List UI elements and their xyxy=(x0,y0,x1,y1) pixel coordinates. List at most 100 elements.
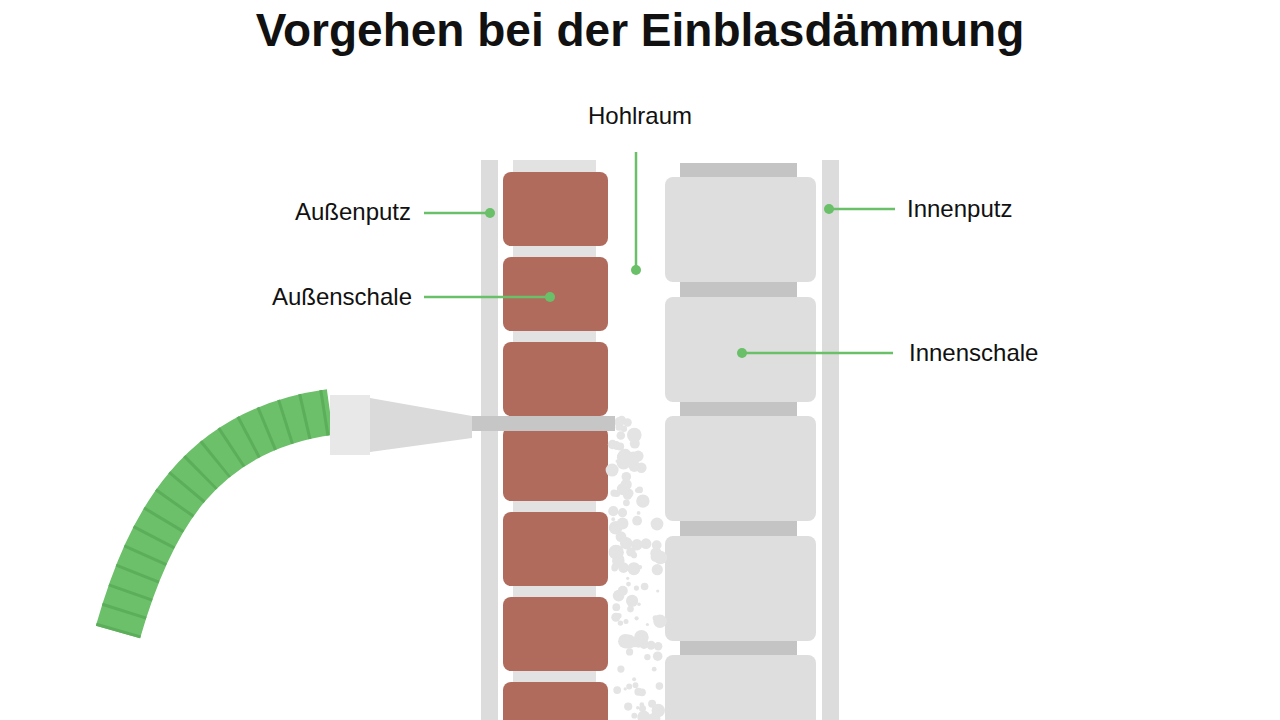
brick xyxy=(503,257,608,331)
inner-plaster xyxy=(822,160,839,720)
particle xyxy=(617,416,626,425)
particle xyxy=(636,487,643,494)
nozzle-tube xyxy=(472,416,615,431)
particle xyxy=(617,431,626,440)
block xyxy=(665,416,816,521)
particle xyxy=(612,603,620,611)
particle xyxy=(651,518,664,531)
particle xyxy=(627,428,642,443)
particle xyxy=(634,638,643,647)
particle xyxy=(653,651,663,661)
outer-plaster xyxy=(481,160,498,720)
particle xyxy=(625,485,628,488)
outer-bricks xyxy=(503,172,608,720)
particle xyxy=(626,595,638,607)
particle xyxy=(618,620,623,625)
particle xyxy=(641,583,649,591)
particle xyxy=(618,508,627,517)
hose xyxy=(118,412,330,632)
particle xyxy=(618,562,629,573)
particle xyxy=(617,456,631,470)
particle xyxy=(638,688,646,696)
particle xyxy=(632,677,636,681)
inner-blocks xyxy=(665,177,816,720)
particle xyxy=(648,712,660,720)
block xyxy=(665,655,816,720)
particle xyxy=(654,642,662,650)
particle xyxy=(624,619,629,624)
brick xyxy=(503,342,608,416)
particle xyxy=(633,441,639,447)
nozzle-collar xyxy=(330,395,370,455)
particle xyxy=(616,442,624,450)
particle xyxy=(613,490,620,497)
particle xyxy=(623,499,630,506)
particle xyxy=(627,606,634,613)
block xyxy=(665,177,816,282)
particle xyxy=(631,713,637,719)
particle xyxy=(656,589,659,592)
hose-ribs xyxy=(118,412,330,632)
brick xyxy=(503,512,608,586)
particle xyxy=(637,511,641,515)
particle xyxy=(623,491,632,500)
brick xyxy=(503,172,608,246)
particle xyxy=(652,540,662,550)
part-label: Innenschale xyxy=(909,339,1038,368)
particle xyxy=(637,711,650,720)
particle xyxy=(632,516,642,526)
particle xyxy=(635,616,639,620)
particle xyxy=(621,426,627,432)
particle xyxy=(636,494,649,507)
particle xyxy=(613,686,621,694)
particle xyxy=(639,702,644,707)
particle xyxy=(623,419,627,423)
particle xyxy=(652,564,663,575)
particle xyxy=(637,603,641,607)
particle xyxy=(653,615,666,628)
particle xyxy=(627,562,640,575)
particle xyxy=(634,586,639,591)
block xyxy=(665,297,816,402)
particle xyxy=(615,554,624,563)
particle xyxy=(618,586,628,596)
particle xyxy=(616,613,622,619)
particle xyxy=(644,654,650,660)
brick xyxy=(503,682,608,720)
nozzle-cone xyxy=(370,398,472,452)
particle xyxy=(623,418,631,426)
brick xyxy=(503,427,608,501)
particle xyxy=(648,700,656,708)
particle xyxy=(617,666,624,673)
part-label: Innenputz xyxy=(907,195,1012,224)
leader-lines xyxy=(424,152,895,353)
particle xyxy=(616,531,627,542)
particle xyxy=(624,687,627,690)
particle xyxy=(626,582,631,587)
particle xyxy=(626,648,633,655)
particle xyxy=(636,463,646,473)
block xyxy=(665,536,816,641)
particle xyxy=(626,684,632,690)
brick xyxy=(503,597,608,671)
particle xyxy=(612,563,619,570)
particle xyxy=(617,518,629,530)
particle xyxy=(629,601,633,605)
particle xyxy=(624,703,632,711)
part-label: Hohlraum xyxy=(588,102,692,131)
particle xyxy=(656,682,664,690)
particle xyxy=(646,623,649,626)
particle xyxy=(608,506,618,516)
particle xyxy=(643,715,648,720)
insulation-particles xyxy=(606,416,668,720)
particle xyxy=(631,539,642,550)
part-label: Außenputz xyxy=(295,198,411,227)
particle xyxy=(626,577,629,580)
particle xyxy=(611,517,615,521)
particle xyxy=(652,667,657,672)
part-label: Außenschale xyxy=(272,283,412,312)
particle xyxy=(606,464,619,477)
particle xyxy=(633,682,639,688)
leader-dots xyxy=(485,204,834,358)
diagram-title: Vorgehen bei der Einblasdämmung xyxy=(256,5,1025,56)
